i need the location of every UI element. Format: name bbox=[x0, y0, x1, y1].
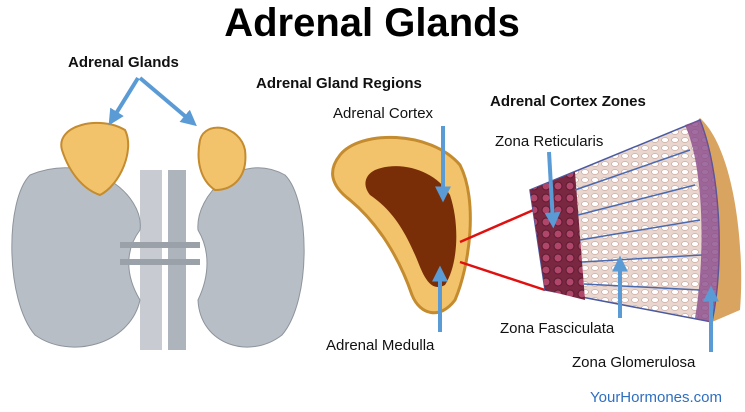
zona-reticularis-label: Zona Reticularis bbox=[495, 133, 603, 150]
arrow-icon bbox=[138, 76, 197, 127]
brand-link[interactable]: YourHormones.com bbox=[590, 389, 722, 406]
zona-glomerulosa-label: Zona Glomerulosa bbox=[572, 354, 696, 371]
left-adrenal-gland bbox=[60, 122, 130, 197]
arrow-icon bbox=[108, 76, 140, 126]
right-adrenal-gland bbox=[197, 126, 247, 192]
zona-fasciculata-label: Zona Fasciculata bbox=[500, 320, 615, 337]
page-title: Adrenal Glands bbox=[224, 1, 520, 45]
cortex-zones-illustration bbox=[529, 118, 742, 323]
zoom-line bbox=[459, 260, 546, 292]
zoom-line bbox=[459, 203, 546, 244]
adrenal-medulla-label: Adrenal Medulla bbox=[326, 337, 435, 354]
regions-heading: Adrenal Gland Regions bbox=[256, 75, 422, 92]
gland-cross-section bbox=[331, 135, 472, 315]
adrenal-cortex-label: Adrenal Cortex bbox=[333, 105, 434, 122]
zones-heading: Adrenal Cortex Zones bbox=[490, 93, 646, 110]
arrow-icon bbox=[544, 151, 561, 229]
kidneys-illustration bbox=[11, 122, 305, 350]
adrenal-glands-label: Adrenal Glands bbox=[68, 54, 179, 71]
